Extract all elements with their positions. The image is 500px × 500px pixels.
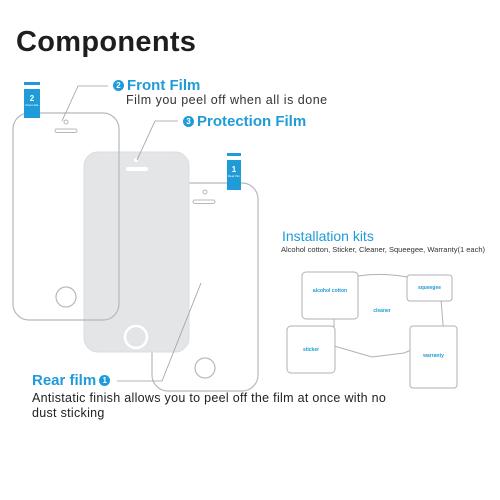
protection-film-number-badge: 3 — [183, 116, 194, 127]
front-film-name: Front Film — [127, 77, 201, 94]
rear-film-tab — [227, 160, 241, 190]
front-film-tab-number: 2 — [29, 94, 35, 103]
page-title: Components — [16, 26, 197, 58]
sticker-label: sticker — [302, 347, 320, 353]
front-film-tab — [24, 89, 40, 118]
rear-film-description: Antistatic finish allows you to peel off… — [32, 391, 387, 420]
front-film-tab-stripe — [24, 82, 40, 85]
installation-kits-diagram — [286, 271, 458, 389]
rear-film-number-badge: 1 — [99, 375, 111, 386]
protection-film-name: Protection Film — [197, 113, 307, 130]
rear-film-tab-number: 1 — [231, 165, 237, 174]
rear-film-name: Rear film — [32, 372, 97, 389]
warranty-card — [409, 325, 458, 389]
rear-film-tab-stripe — [227, 153, 241, 156]
front-film-number-badge: 2 — [113, 80, 124, 91]
cleaner-label: cleaner — [373, 308, 391, 314]
rear-film-tab-label: 1 Rear film — [227, 165, 241, 179]
rear-film-tab-text: Rear film — [227, 174, 240, 178]
squeegee-label: squeegee — [417, 285, 442, 291]
front-film-description: Film you peel off when all is done — [126, 93, 328, 107]
warranty-label: warranty — [423, 353, 444, 359]
front-film-tab-text: Dust Hole — [25, 103, 39, 107]
installation-kits-items: Alcohol cotton, Sticker, Cleaner, Squeeg… — [281, 245, 485, 254]
protection-film-leader — [136, 120, 178, 161]
rear-film-leader — [117, 282, 202, 382]
alcohol-cotton-label: alcohol cotton — [312, 288, 348, 294]
alcohol-cotton-pack — [301, 271, 359, 320]
protection-film-phone — [83, 151, 190, 353]
front-film-leader — [61, 85, 108, 122]
sticker-pack — [286, 325, 336, 374]
squeegee-card — [406, 274, 453, 302]
installation-kits-title: Installation kits — [282, 228, 374, 244]
front-film-tab-label: 2 Dust Hole — [24, 94, 40, 108]
